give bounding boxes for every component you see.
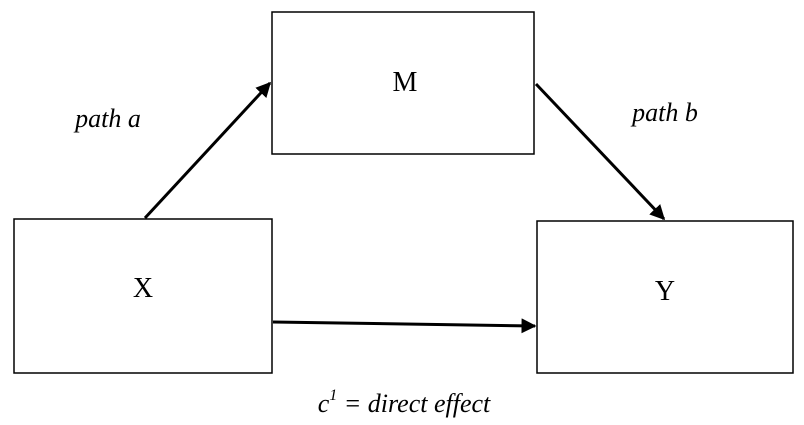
node-x: X [13, 218, 273, 374]
edge-path-b-arrow [534, 82, 666, 221]
edge-direct-label: c1 = direct effect [318, 387, 491, 418]
edge-direct-label-base: c [318, 389, 330, 418]
node-x-label: X [133, 273, 153, 304]
node-x-box [13, 218, 273, 374]
node-y-box [536, 220, 794, 374]
node-y-label: Y [655, 276, 675, 307]
edge-direct-label-rest: = direct effect [337, 389, 491, 418]
node-y: Y [536, 220, 794, 374]
node-m-label: M [393, 67, 418, 98]
edge-path-b-label: path b [630, 98, 698, 127]
edge-direct-arrow [272, 318, 537, 334]
edge-path-a-label: path a [73, 104, 141, 133]
edge-direct-label-sup: 1 [329, 387, 337, 404]
edge-path-a-arrow [143, 81, 272, 220]
node-m: M [271, 11, 535, 155]
node-m-box [271, 11, 535, 155]
